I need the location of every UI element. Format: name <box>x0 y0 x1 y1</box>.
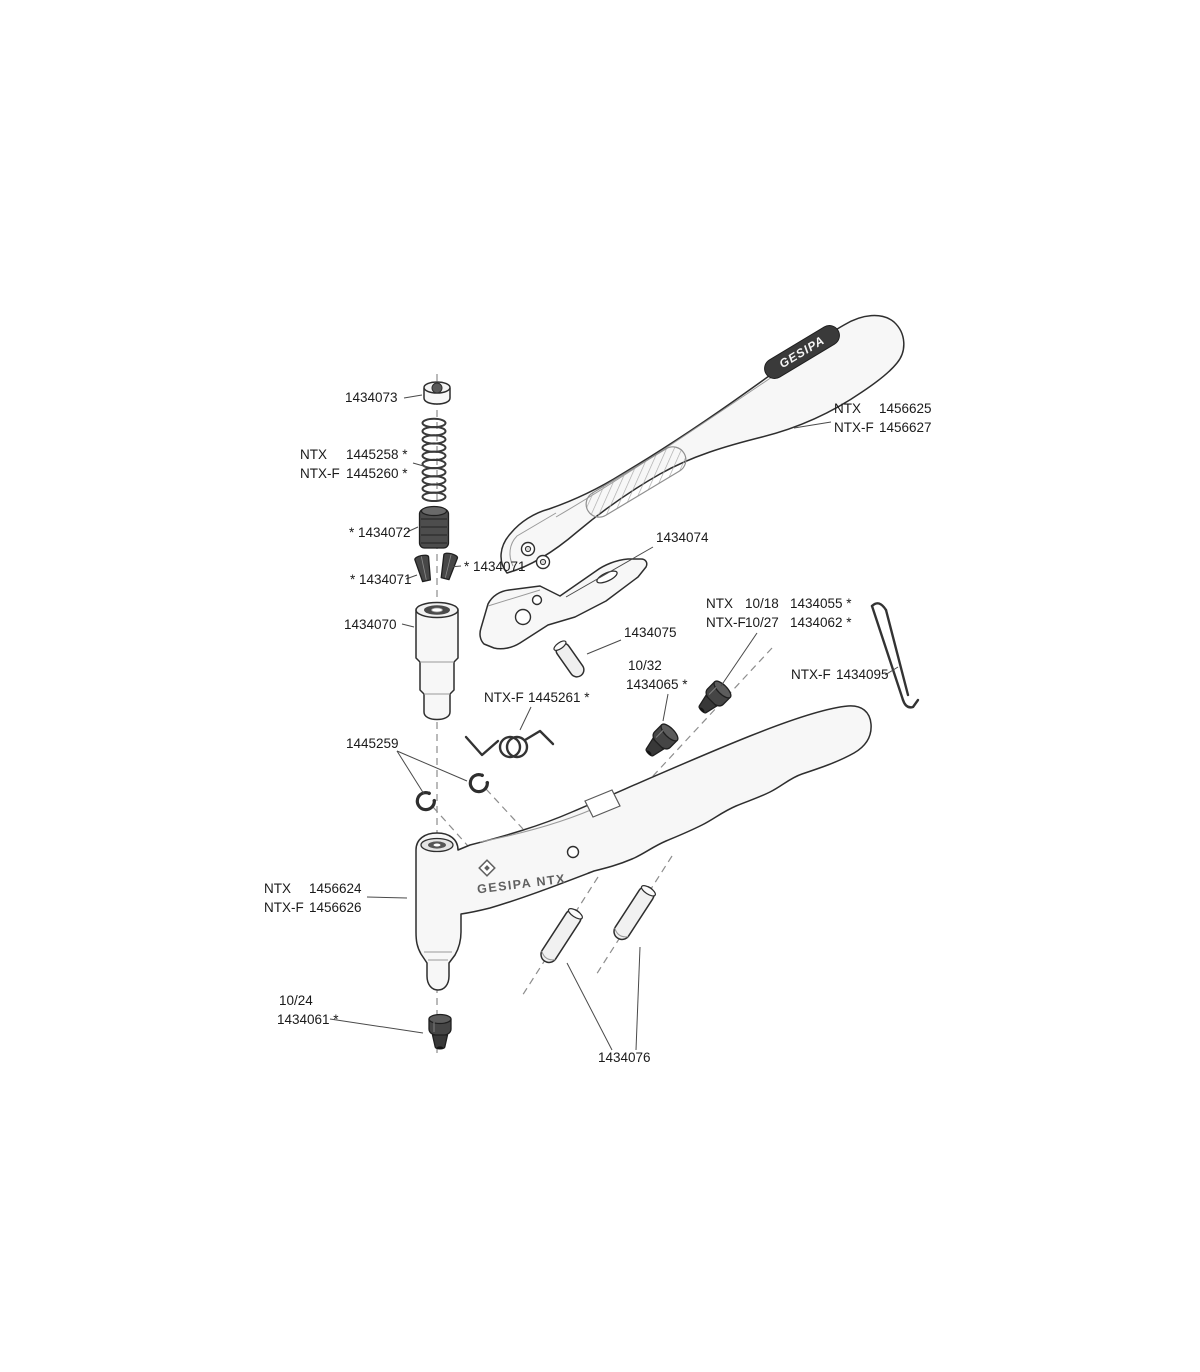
label-jaw-left: * 1434071 <box>350 572 412 587</box>
label-handle-model-1: NTX <box>834 401 861 416</box>
label-spring-model-2: NTX-F <box>300 466 340 481</box>
label-rubber-sleeve: * 1434072 <box>349 525 411 540</box>
label-handle-model-2: NTX-F <box>834 420 874 435</box>
small-pin-part <box>553 640 585 678</box>
label-spring-id-1: 1445258 * <box>346 447 408 462</box>
label-torsion-id: 1445261 * <box>528 690 590 705</box>
label-body-id-1: 1456624 <box>309 881 362 896</box>
jaw-right-part <box>440 552 459 581</box>
hanger-wire-part <box>870 602 920 709</box>
label-nose-mid-size: 10/32 <box>628 658 662 673</box>
label-pin-small: 1434075 <box>624 625 677 640</box>
label-jaw-right: * 1434071 <box>464 559 526 574</box>
label-guide-sleeve: 1434070 <box>344 617 397 632</box>
nosepiece-bottom-part <box>428 1013 452 1050</box>
label-rings: 1445259 <box>346 736 399 751</box>
label-nose-bottom-size: 10/24 <box>279 993 313 1008</box>
nosepiece-top-part <box>692 677 735 720</box>
tool-body: GESIPA NTX <box>415 705 872 991</box>
handle-grip-knurl <box>585 446 687 518</box>
label-body-id-2: 1456626 <box>309 900 362 915</box>
label-pins: 1434076 <box>598 1050 651 1065</box>
spring-part <box>421 417 447 502</box>
leader-lines <box>329 394 899 1051</box>
label-hanger-id: 1434095 <box>836 667 889 682</box>
assembly-axis-lines <box>432 374 773 1058</box>
upper-handle-lever: GESIPA <box>500 314 905 574</box>
torsion-spring-part <box>464 729 555 759</box>
label-nose-top-id-2: 1434062 * <box>790 615 852 630</box>
label-spring-model-1: NTX <box>300 447 327 462</box>
label-nose-top-size-1: 10/18 <box>745 596 779 611</box>
pivot-pin-part <box>537 905 585 967</box>
cap-part <box>423 381 451 405</box>
label-spring-id-2: 1445260 * <box>346 466 408 481</box>
body-pivot-hole <box>566 845 580 859</box>
label-nose-top-model-1: NTX <box>706 596 733 611</box>
label-body-model-2: NTX-F <box>264 900 304 915</box>
label-nose-mid-id: 1434065 * <box>626 677 688 692</box>
label-nose-top-size-2: 10/27 <box>745 615 779 630</box>
label-body-model-1: NTX <box>264 881 291 896</box>
part-labels: 1434073 NTX 1445258 * NTX-F 1445260 * * … <box>264 390 932 1065</box>
label-torsion-model: NTX-F <box>484 690 524 705</box>
nosepiece-mid-part <box>639 720 682 763</box>
label-lever-plate: 1434074 <box>656 530 709 545</box>
label-nose-bottom-id: 1434061 * <box>277 1012 339 1027</box>
pivot-pin-part <box>610 882 658 944</box>
lever-plate-part <box>479 558 648 650</box>
rubber-sleeve-part <box>418 505 450 549</box>
guide-sleeve-part <box>415 601 459 721</box>
label-nose-top-model-2: NTX-F <box>706 615 746 630</box>
label-nose-top-id-1: 1434055 * <box>790 596 852 611</box>
label-cap: 1434073 <box>345 390 398 405</box>
body-lever-slot <box>584 789 621 818</box>
label-handle-id-2: 1456627 <box>879 420 932 435</box>
jaw-left-part <box>414 554 432 583</box>
label-hanger-model: NTX-F <box>791 667 831 682</box>
label-handle-id-1: 1456625 <box>879 401 932 416</box>
